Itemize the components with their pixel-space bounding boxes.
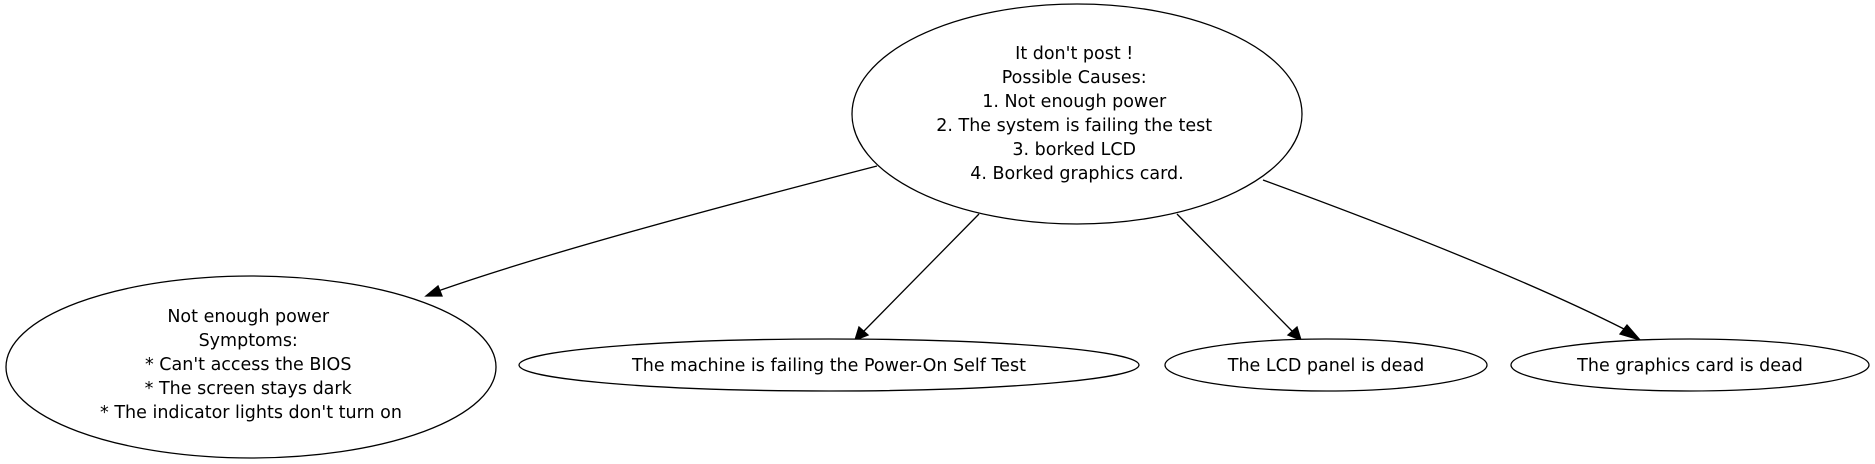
node-root-line: It don't post ! bbox=[1015, 44, 1133, 64]
edge-root-to-lcd bbox=[1176, 213, 1303, 342]
node-root-line: 4. Borked graphics card. bbox=[970, 164, 1183, 184]
node-graphics: The graphics card is dead bbox=[1510, 338, 1870, 392]
node-graphics-line: The graphics card is dead bbox=[1576, 356, 1803, 376]
node-power-label: Not enough power Symptoms: * Can't acces… bbox=[100, 307, 402, 423]
node-root-line: Possible Causes: bbox=[1002, 68, 1147, 88]
node-power-shape bbox=[5, 275, 497, 459]
node-power-line: Symptoms: bbox=[199, 331, 298, 351]
edge-root-to-graphics bbox=[1262, 179, 1642, 342]
edge-root-to-power bbox=[424, 165, 878, 297]
edge-root-to-post bbox=[853, 213, 980, 342]
node-power-line: * The indicator lights don't turn on bbox=[100, 403, 402, 423]
node-post-shape bbox=[518, 338, 1140, 392]
node-root: It don't post ! Possible Causes: 1. Not … bbox=[851, 3, 1303, 225]
node-root-label: It don't post ! Possible Causes: 1. Not … bbox=[936, 44, 1217, 184]
node-power-line: Not enough power bbox=[167, 307, 330, 327]
node-power-line: * The screen stays dark bbox=[145, 379, 353, 399]
node-root-line: 1. Not enough power bbox=[982, 92, 1167, 112]
node-power-line: * Can't access the BIOS bbox=[145, 355, 351, 375]
node-lcd-shape bbox=[1164, 338, 1488, 392]
edges bbox=[424, 165, 1642, 342]
node-lcd-label: The LCD panel is dead bbox=[1227, 356, 1424, 376]
node-root-line: 3. borked LCD bbox=[1012, 140, 1136, 160]
node-root-shape bbox=[851, 3, 1303, 225]
node-post-line: The machine is failing the Power-On Self… bbox=[631, 356, 1026, 376]
node-graphics-shape bbox=[1510, 338, 1870, 392]
node-lcd: The LCD panel is dead bbox=[1164, 338, 1488, 392]
node-power: Not enough power Symptoms: * Can't acces… bbox=[5, 275, 497, 459]
node-post-label: The machine is failing the Power-On Self… bbox=[631, 356, 1026, 376]
node-post: The machine is failing the Power-On Self… bbox=[518, 338, 1140, 392]
node-graphics-label: The graphics card is dead bbox=[1576, 356, 1803, 376]
node-root-line: 2. The system is failing the test bbox=[936, 116, 1212, 136]
node-lcd-line: The LCD panel is dead bbox=[1227, 356, 1424, 376]
